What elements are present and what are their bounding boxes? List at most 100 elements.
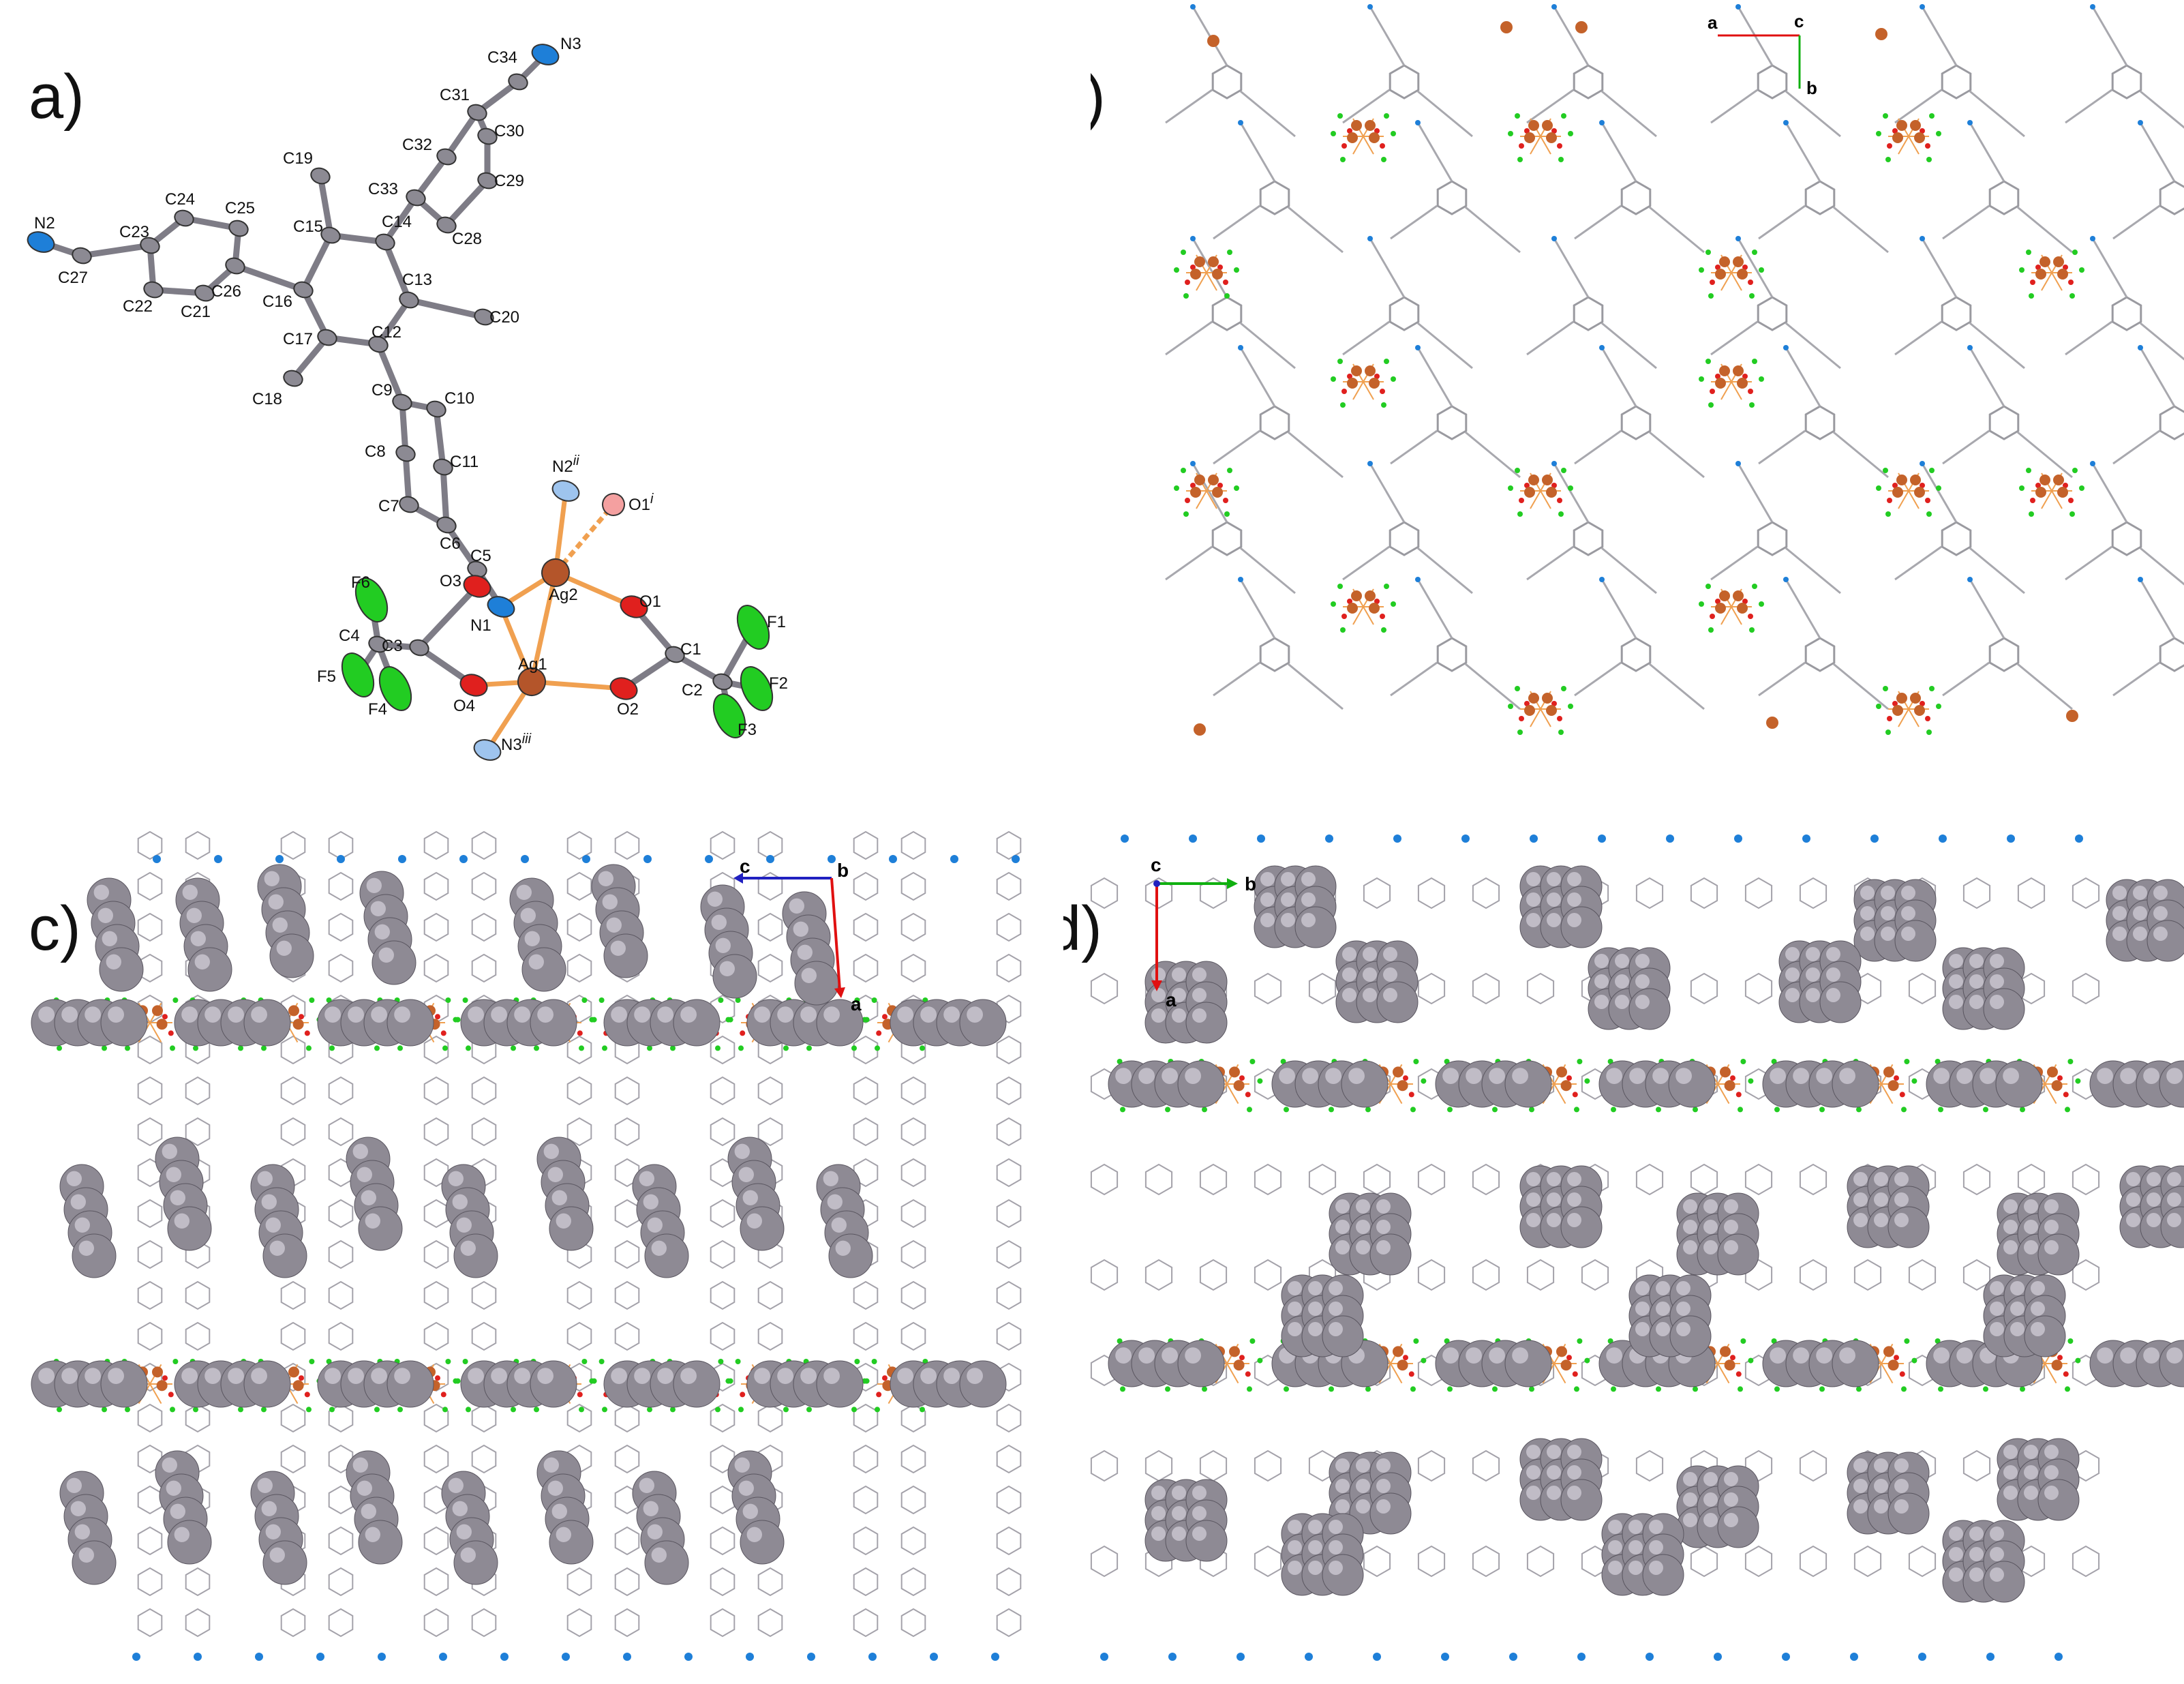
bond bbox=[1165, 320, 1213, 356]
space-fill-highlight bbox=[1567, 1465, 1581, 1479]
panel-c-letter: c) bbox=[29, 894, 81, 963]
ring bbox=[710, 1280, 735, 1310]
ring bbox=[996, 912, 1022, 942]
space-fill-highlight bbox=[514, 1368, 530, 1384]
ring bbox=[280, 1280, 306, 1310]
ring bbox=[996, 1158, 1022, 1188]
ring bbox=[1690, 972, 1718, 1005]
space-fill-highlight bbox=[1683, 1492, 1697, 1507]
space-fill-highlight bbox=[2024, 1240, 2038, 1254]
space-fill-highlight bbox=[1383, 988, 1397, 1002]
space-fill-highlight bbox=[1635, 1302, 1650, 1316]
ring bbox=[1144, 1163, 1173, 1196]
ring bbox=[900, 912, 926, 942]
space-fill-highlight bbox=[268, 894, 284, 909]
space-fill-atom bbox=[1887, 1206, 1930, 1248]
space-fill-highlight bbox=[371, 1006, 387, 1023]
ring bbox=[1090, 877, 1119, 909]
ring bbox=[614, 1117, 640, 1147]
ring bbox=[1417, 1545, 1446, 1578]
bond bbox=[1894, 89, 1942, 124]
atom-f2 bbox=[740, 666, 774, 711]
oxygen-atom bbox=[1557, 498, 1562, 503]
nitrogen-atom bbox=[950, 855, 958, 863]
ring bbox=[2111, 296, 2142, 331]
space-fill-highlight bbox=[1724, 1199, 1738, 1214]
fluorine-atom bbox=[1444, 1059, 1450, 1064]
space-fill-highlight bbox=[1192, 1008, 1207, 1023]
nitrogen-atom bbox=[623, 1653, 631, 1661]
space-fill-highlight bbox=[657, 1006, 673, 1023]
space-fill-highlight bbox=[2126, 1172, 2140, 1186]
fluorine-atom bbox=[1568, 131, 1573, 136]
fluorine-atom bbox=[1883, 686, 1888, 691]
fluorine-atom bbox=[2019, 485, 2024, 491]
space-fill-highlight bbox=[551, 1503, 567, 1519]
space-fill-highlight bbox=[1547, 1192, 1561, 1207]
oxygen-atom bbox=[2030, 498, 2035, 503]
fluorine-atom bbox=[511, 1045, 516, 1051]
silver-atom bbox=[1892, 487, 1903, 498]
space-fill-highlight bbox=[520, 907, 536, 923]
bond bbox=[1833, 663, 1889, 710]
space-fill-highlight bbox=[1281, 892, 1295, 907]
atom-label-c34: C34 bbox=[487, 48, 517, 67]
bond bbox=[1758, 430, 1806, 465]
space-fill-highlight bbox=[2031, 1322, 2045, 1336]
space-fill-highlight bbox=[1260, 913, 1275, 927]
space-fill-highlight bbox=[1894, 1172, 1909, 1186]
fluorine-atom bbox=[1611, 1107, 1616, 1113]
oxygen-atom bbox=[2030, 280, 2035, 285]
fluorine-atom bbox=[1529, 1386, 1534, 1392]
fluorine-atom bbox=[1708, 627, 1714, 633]
fluorine-atom bbox=[1529, 1107, 1534, 1113]
fluorine-atom bbox=[1508, 131, 1513, 136]
fluorine-atom bbox=[1935, 1059, 1941, 1064]
space-fill-highlight bbox=[547, 1480, 563, 1496]
space-fill-highlight bbox=[352, 1457, 368, 1473]
ring bbox=[2159, 180, 2184, 215]
bond bbox=[1601, 322, 1657, 370]
ring bbox=[280, 1035, 306, 1065]
fluorine-atom bbox=[670, 1045, 676, 1051]
ring bbox=[614, 1526, 640, 1556]
bond bbox=[1526, 320, 1574, 356]
silver-atom bbox=[1212, 269, 1223, 280]
nitrogen-atom bbox=[1461, 835, 1470, 843]
space-fill-highlight bbox=[1949, 954, 1963, 968]
space-fill-highlight bbox=[1526, 1213, 1541, 1227]
space-fill-highlight bbox=[1853, 1192, 1868, 1207]
space-fill-highlight bbox=[1329, 1302, 1343, 1316]
fluorine-atom bbox=[718, 1359, 724, 1364]
oxygen-atom bbox=[876, 1030, 882, 1036]
silver-atom bbox=[288, 1005, 299, 1017]
space-fill-highlight bbox=[1606, 1068, 1622, 1084]
atom-label-c11: C11 bbox=[450, 453, 479, 471]
space-fill-highlight bbox=[1816, 1347, 1832, 1364]
space-fill-highlight bbox=[1335, 1199, 1350, 1214]
space-fill-highlight bbox=[1192, 1506, 1207, 1520]
nitrogen-atom bbox=[1967, 345, 1973, 350]
oxygen-atom bbox=[1899, 1371, 1905, 1377]
space-fill-atom bbox=[1832, 1060, 1879, 1108]
ring bbox=[1259, 180, 1290, 215]
ring bbox=[185, 1403, 211, 1433]
space-fill-highlight bbox=[1288, 1281, 1302, 1295]
axis-label-c: c bbox=[1794, 11, 1804, 31]
bond bbox=[1239, 579, 1276, 639]
ring bbox=[1573, 521, 1604, 556]
ring bbox=[996, 1608, 1022, 1638]
fluorine-atom bbox=[598, 1359, 605, 1364]
space-fill-highlight bbox=[85, 1368, 101, 1384]
space-fill-highlight bbox=[261, 1194, 277, 1209]
space-fill-highlight bbox=[742, 1190, 759, 1205]
fluorine-atom bbox=[1752, 359, 1757, 364]
space-fill-highlight bbox=[2097, 1347, 2113, 1364]
space-fill-highlight bbox=[2166, 1347, 2183, 1364]
nitrogen-atom bbox=[1325, 835, 1333, 843]
atom-label-c29: C29 bbox=[494, 172, 524, 190]
nitrogen-atom bbox=[2007, 835, 2015, 843]
silver-atom bbox=[1365, 365, 1376, 376]
fluorine-atom bbox=[1234, 267, 1239, 273]
ring bbox=[471, 871, 497, 901]
